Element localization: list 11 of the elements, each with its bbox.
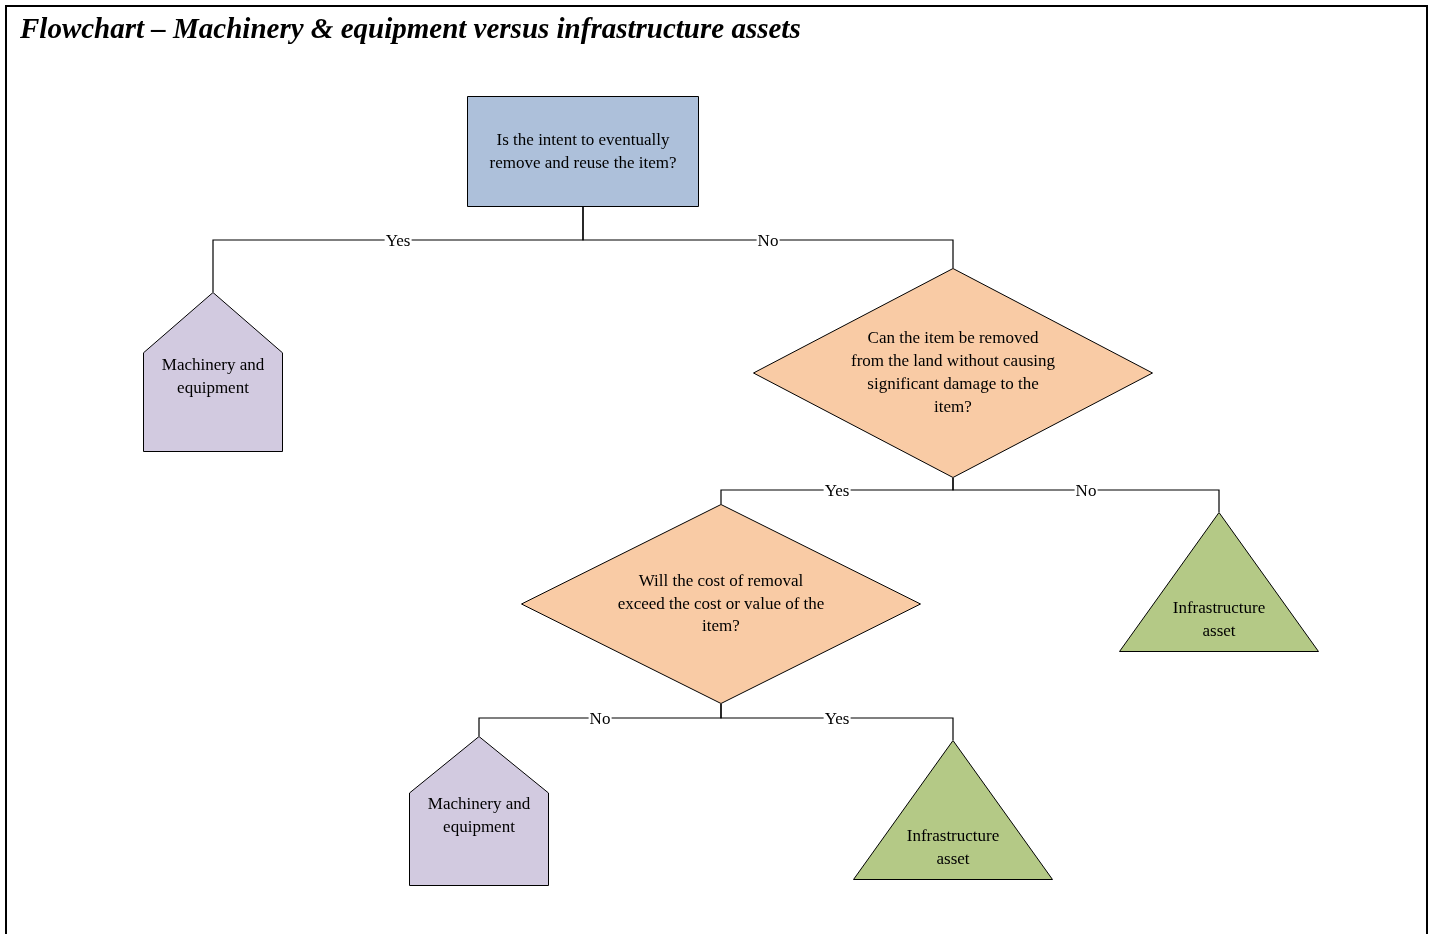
node-text: Machinery and equipment — [426, 792, 532, 838]
connector-line — [582, 206, 954, 269]
connector-line — [952, 477, 1220, 513]
title: Flowchart – Machinery & equipment versus infrastructure assets — [20, 11, 801, 46]
connector-line — [720, 703, 954, 741]
node-text: Machinery and equipment — [160, 353, 266, 399]
node-text: Infrastructure asset — [905, 824, 1001, 870]
node-text: Will the cost of removal exceed the cost or value of the item? — [617, 569, 825, 638]
node-text: Infrastructure asset — [1171, 596, 1267, 642]
node-text: Can the item be removed from the land without causing significant damage to the item? — [850, 327, 1056, 418]
node-text: Is the intent to eventually remove and reuse the item? — [488, 128, 678, 174]
